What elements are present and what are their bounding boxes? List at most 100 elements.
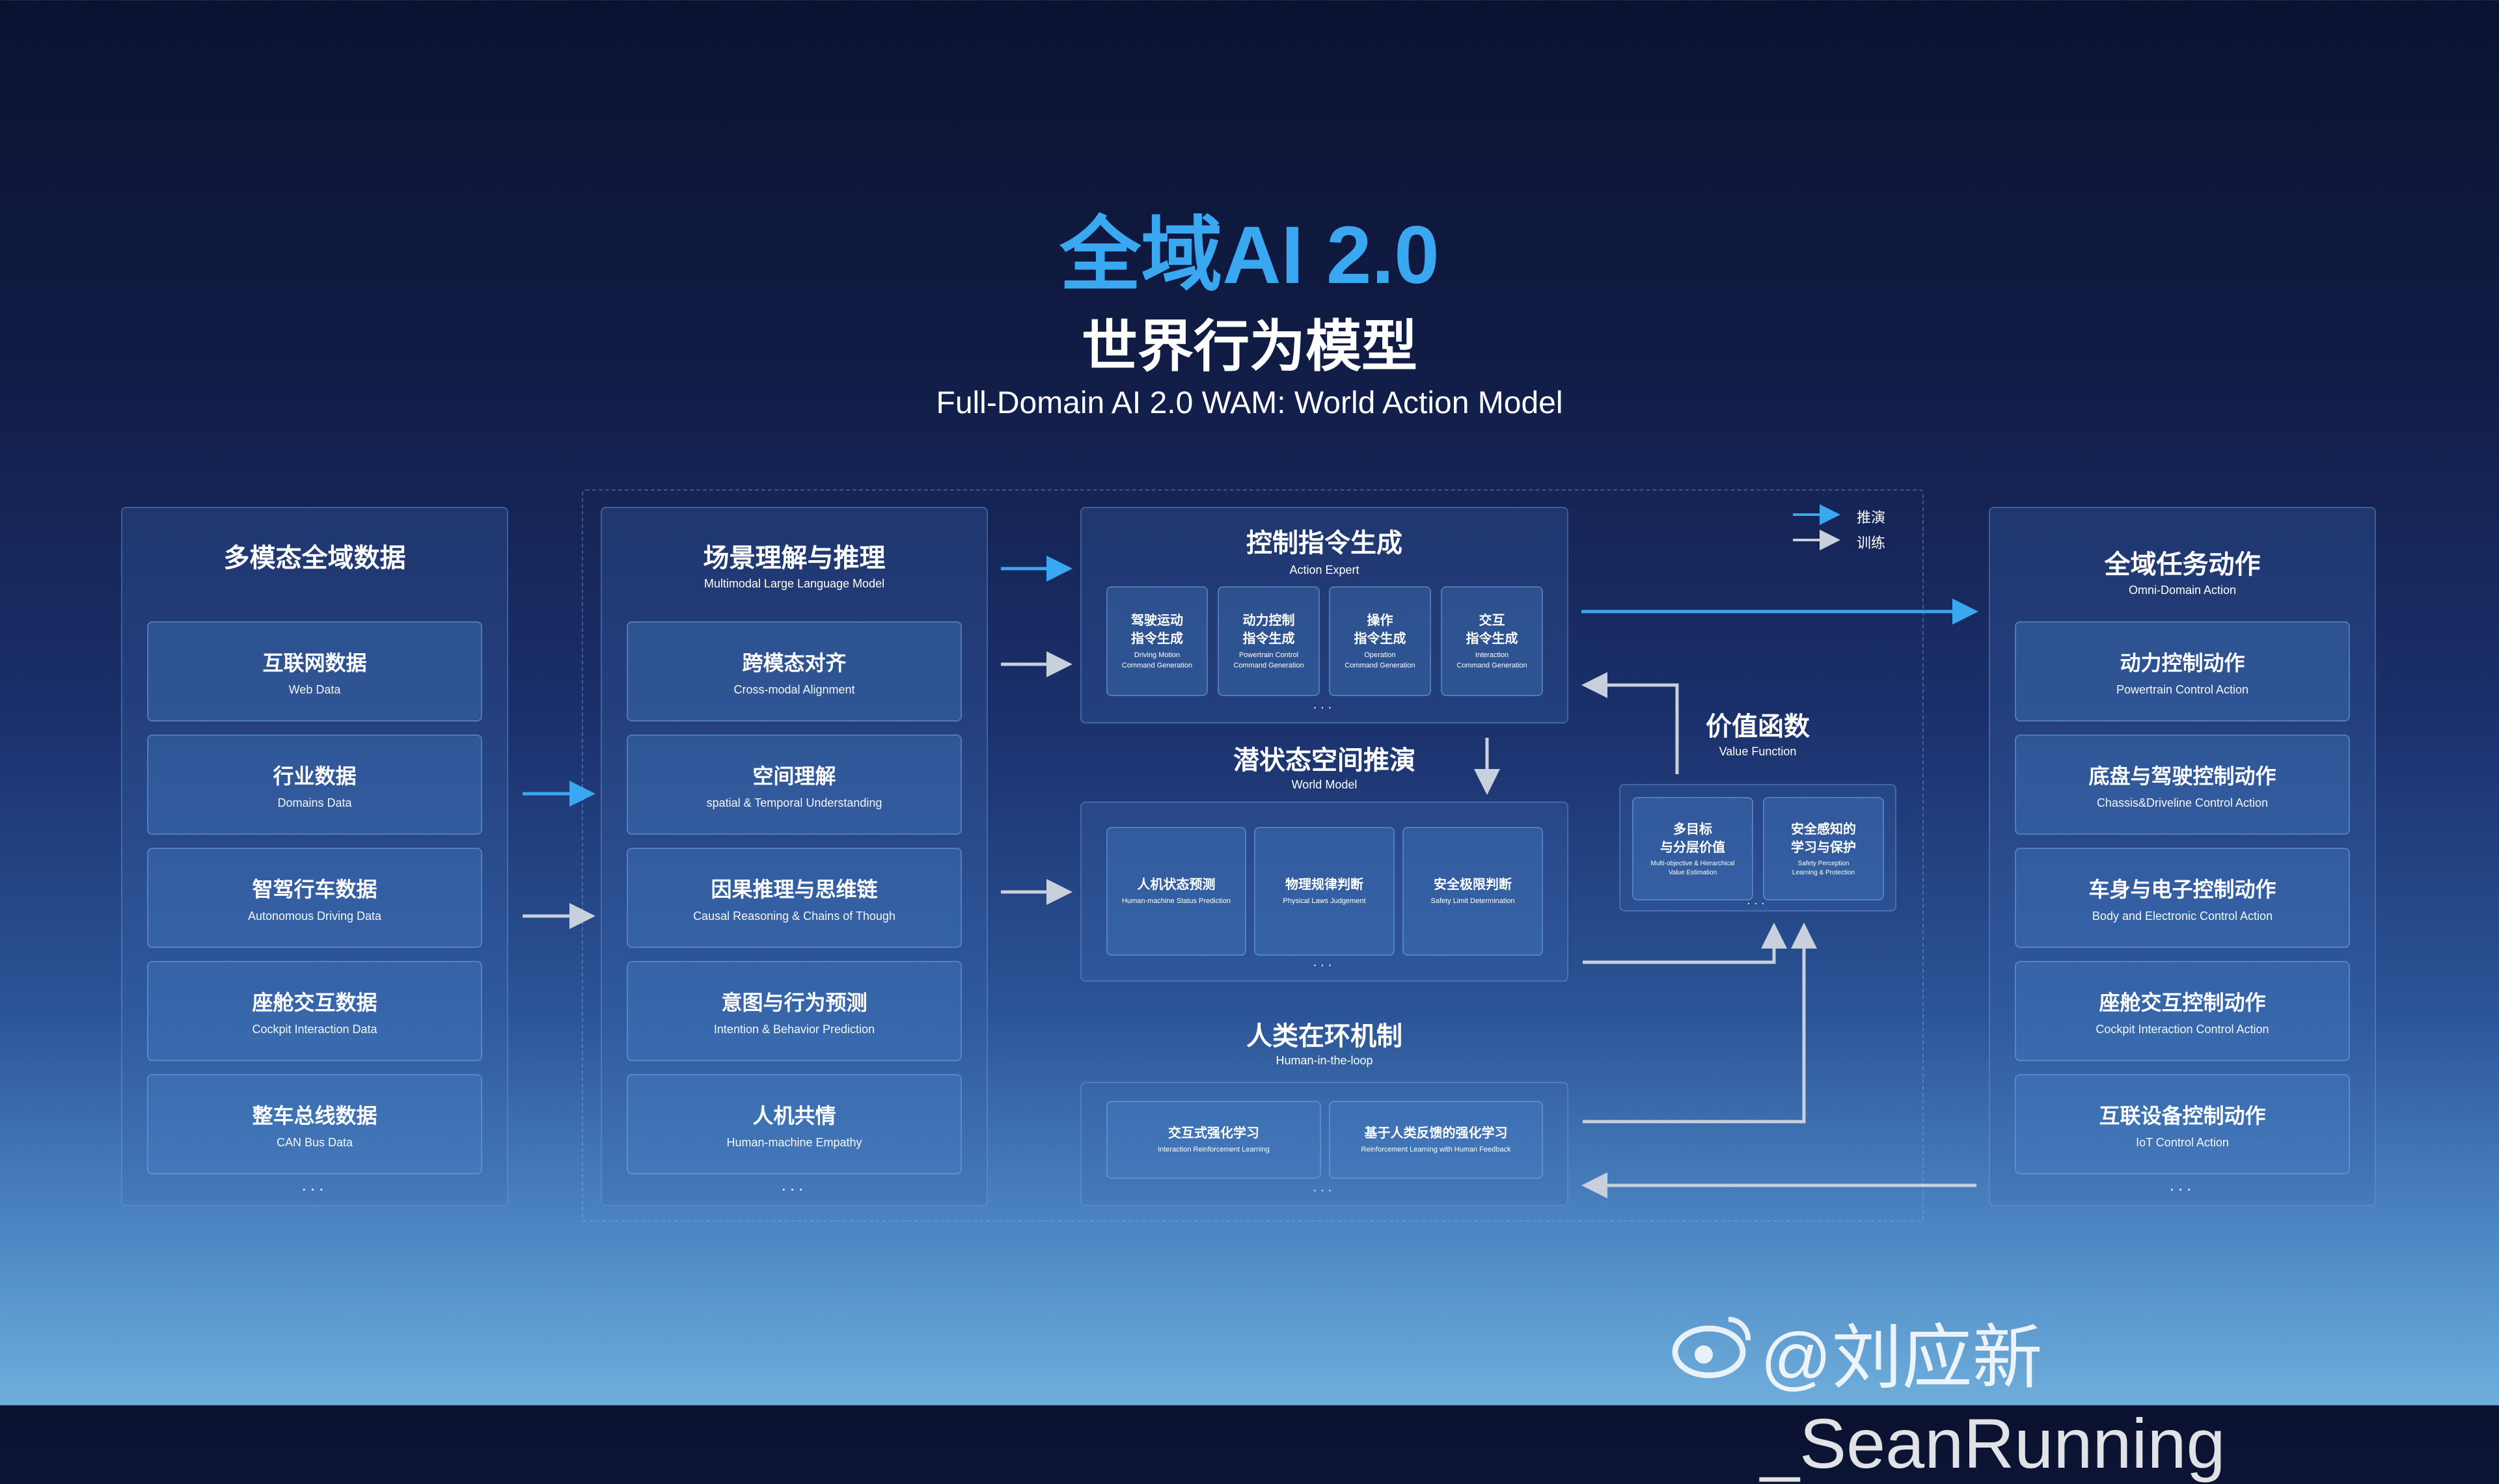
item-cn: 互联设备控制动作: [2099, 1103, 2266, 1127]
data-item-driving: 智驾行车数据 Autonomous Driving Data: [147, 848, 482, 948]
item-cn: 整车总线数据: [252, 1103, 377, 1127]
item-en: IoT Control Action: [2136, 1135, 2229, 1149]
watermark-text: @刘应新_SeanRunning: [1760, 1318, 2226, 1483]
item-en: Multi-objective & Hierarchical: [1650, 859, 1735, 867]
item-en: Cockpit Interaction Data: [252, 1022, 377, 1036]
item-en: Powertrain Control Action: [2116, 682, 2249, 696]
item-en: Human-machine Empathy: [726, 1135, 862, 1149]
value-block: [1619, 784, 1896, 911]
item-cn: 座舱交互控制动作: [2099, 990, 2266, 1014]
subtitle-cn: 世界行为模型: [1082, 316, 1417, 378]
subtitle-en: Full-Domain AI 2.0 WAM: World Action Mod…: [936, 386, 1563, 420]
panel-title: 场景理解与推理: [703, 544, 886, 573]
more-dots: ...: [1747, 894, 1769, 907]
data-item-cockpit: 座舱交互数据 Cockpit Interaction Data: [147, 961, 482, 1061]
model-container: [582, 489, 1924, 1222]
scene-item: 意图与行为预测 Intention & Behavior Prediction: [627, 961, 962, 1061]
value-subtitle: Value Function: [1719, 745, 1797, 758]
item-cn: 驾驶运动: [1131, 614, 1183, 628]
item-cn: 指令生成: [1466, 632, 1518, 647]
item-en: Safety Perception: [1797, 859, 1850, 867]
item-cn: 多目标: [1673, 822, 1712, 837]
item-cn: 意图与行为预测: [721, 990, 867, 1014]
item-en: spatial & Temporal Understanding: [706, 796, 882, 809]
arrow-value-control: [1581, 672, 1679, 774]
more-dots: ...: [1313, 1180, 1336, 1194]
item-cn: 动力控制动作: [2120, 651, 2245, 675]
world-subtitle: World Model: [1291, 778, 1358, 791]
more-dots: ...: [1313, 697, 1336, 712]
legend-train: 训练: [1857, 535, 1886, 551]
item-en: Command Generation: [1233, 661, 1304, 669]
item-en: Command Generation: [1121, 661, 1193, 669]
item-cn: 物理规律判断: [1285, 878, 1363, 893]
world-block: [1080, 802, 1568, 982]
scene-item: 因果推理与思维链 Causal Reasoning & Chains of Tho…: [627, 848, 962, 948]
item-cn: 安全感知的: [1791, 822, 1856, 837]
item-cn: 人机状态预测: [1137, 878, 1216, 893]
item-cn: 指令生成: [1354, 632, 1406, 647]
item-en: Web Data: [288, 682, 341, 696]
item-cn: 交互式强化学习: [1168, 1126, 1259, 1141]
more-dots: ...: [2169, 1175, 2196, 1194]
item-cn: 交互: [1479, 614, 1505, 628]
world-item: 物理规律判断 Physical Laws Judgement: [1254, 827, 1395, 956]
control-title: 控制指令生成: [1246, 529, 1402, 558]
item-cn: 指令生成: [1131, 632, 1183, 647]
control-subtitle: Action Expert: [1289, 563, 1359, 576]
item-cn: 与分层价值: [1660, 840, 1725, 855]
panel-subtitle: Multimodal Large Language Model: [703, 577, 885, 590]
item-cn: 因果推理与思维链: [711, 877, 878, 901]
item-cn: 行业数据: [273, 764, 357, 788]
human-item: 交互式强化学习 Interaction Reinforcement Learnin…: [1106, 1101, 1321, 1179]
panel-subtitle: Omni-Domain Action: [2128, 584, 2237, 597]
item-en: Body and Electronic Control Action: [2092, 909, 2273, 923]
item-en: Chassis&Driveline Control Action: [2096, 796, 2269, 809]
world-item: 安全极限判断 Safety Limit Determination: [1402, 827, 1543, 956]
item-cn: 空间理解: [752, 764, 836, 788]
arrow-world-value: [1583, 923, 1787, 964]
item-en: Operation: [1364, 651, 1396, 660]
item-en: Causal Reasoning & Chains of Though: [693, 909, 895, 923]
item-en: Command Generation: [1345, 661, 1415, 669]
action-item: 互联设备控制动作 IoT Control Action: [2015, 1074, 2350, 1174]
item-en: Domains Data: [277, 796, 352, 809]
weibo-logo-icon: [1672, 1316, 1751, 1379]
item-en: Intention & Behavior Prediction: [713, 1022, 875, 1036]
item-cn: 学习与保护: [1791, 840, 1856, 855]
data-item-domains: 行业数据 Domains Data: [147, 735, 482, 835]
item-en: Powertrain Control: [1238, 651, 1299, 660]
item-cn: 基于人类反馈的强化学习: [1364, 1126, 1508, 1141]
item-cn: 指令生成: [1242, 632, 1295, 647]
action-item: 动力控制动作 Powertrain Control Action: [2015, 621, 2350, 722]
item-cn: 安全极限判断: [1434, 878, 1512, 893]
item-en: Physical Laws Judgement: [1283, 897, 1366, 906]
flow-arrows: [523, 504, 1978, 1198]
item-en: Cross-modal Alignment: [733, 682, 855, 696]
item-cn: 操作: [1367, 614, 1393, 628]
legend-infer: 推演: [1857, 509, 1886, 526]
arrow-human-value: [1583, 923, 1817, 1124]
item-en: Command Generation: [1456, 661, 1527, 669]
item-en: Safety Limit Determination: [1430, 897, 1515, 906]
item-cn: 智驾行车数据: [252, 877, 377, 901]
item-cn: 座舱交互数据: [252, 990, 377, 1014]
human-block: [1080, 1082, 1568, 1206]
more-dots: ...: [781, 1175, 808, 1194]
item-en: Autonomous Driving Data: [247, 909, 382, 923]
item-cn: 车身与电子控制动作: [2088, 877, 2276, 901]
more-dots: ...: [1313, 955, 1336, 969]
item-en: Interaction Reinforcement Learning: [1158, 1146, 1270, 1154]
